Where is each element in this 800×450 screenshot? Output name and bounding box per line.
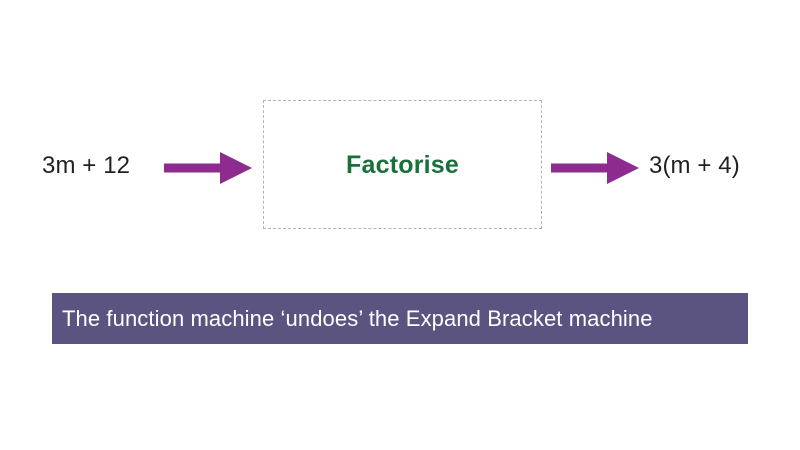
input-expression: 3m + 12 — [42, 152, 131, 179]
function-machine-box: Factorise — [263, 100, 542, 229]
function-machine-operation-label: Factorise — [346, 151, 459, 179]
output-expression: 3(m + 4) — [649, 152, 740, 179]
arrow-right-icon-output — [551, 148, 639, 188]
caption-text: The function machine ‘undoes’ the Expand… — [62, 305, 653, 331]
caption-bar: The function machine ‘undoes’ the Expand… — [52, 293, 748, 344]
arrow-right-icon-input — [164, 148, 252, 188]
